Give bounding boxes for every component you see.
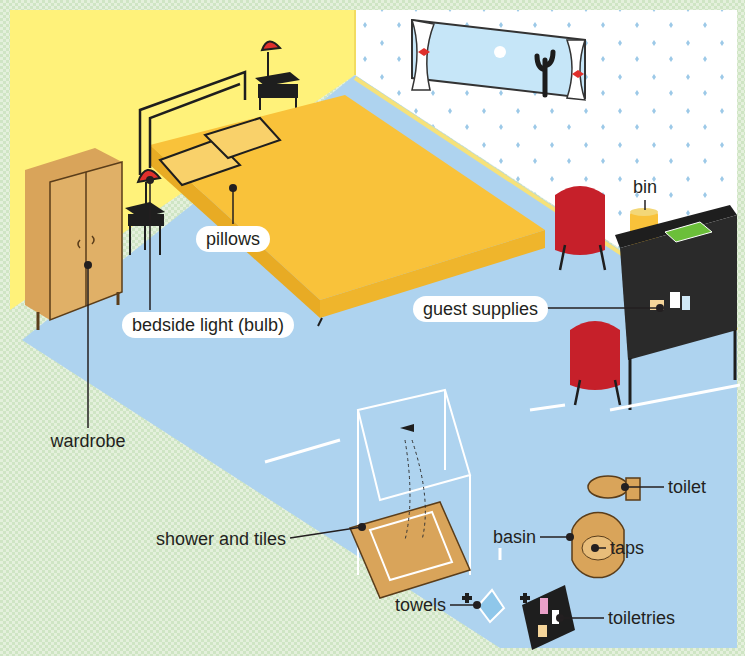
part-name: bin: [633, 176, 657, 198]
part-name: basin: [493, 526, 536, 548]
part-label-pill: pillows: [196, 226, 270, 252]
part-name: towels: [395, 594, 446, 616]
part-name: toiletries: [608, 607, 675, 629]
part-name: guest supplies: [423, 299, 538, 319]
part-name: toilet: [668, 476, 706, 498]
part-name: shower and tiles: [156, 528, 286, 550]
part-name: bedside light (bulb): [132, 315, 284, 335]
part-name: wardrobe: [50, 430, 125, 452]
part-name: taps: [610, 537, 644, 559]
part-label-pill: guest supplies: [413, 296, 548, 322]
part-name: pillows: [206, 229, 260, 249]
part-label-pill: bedside light (bulb): [122, 312, 294, 338]
